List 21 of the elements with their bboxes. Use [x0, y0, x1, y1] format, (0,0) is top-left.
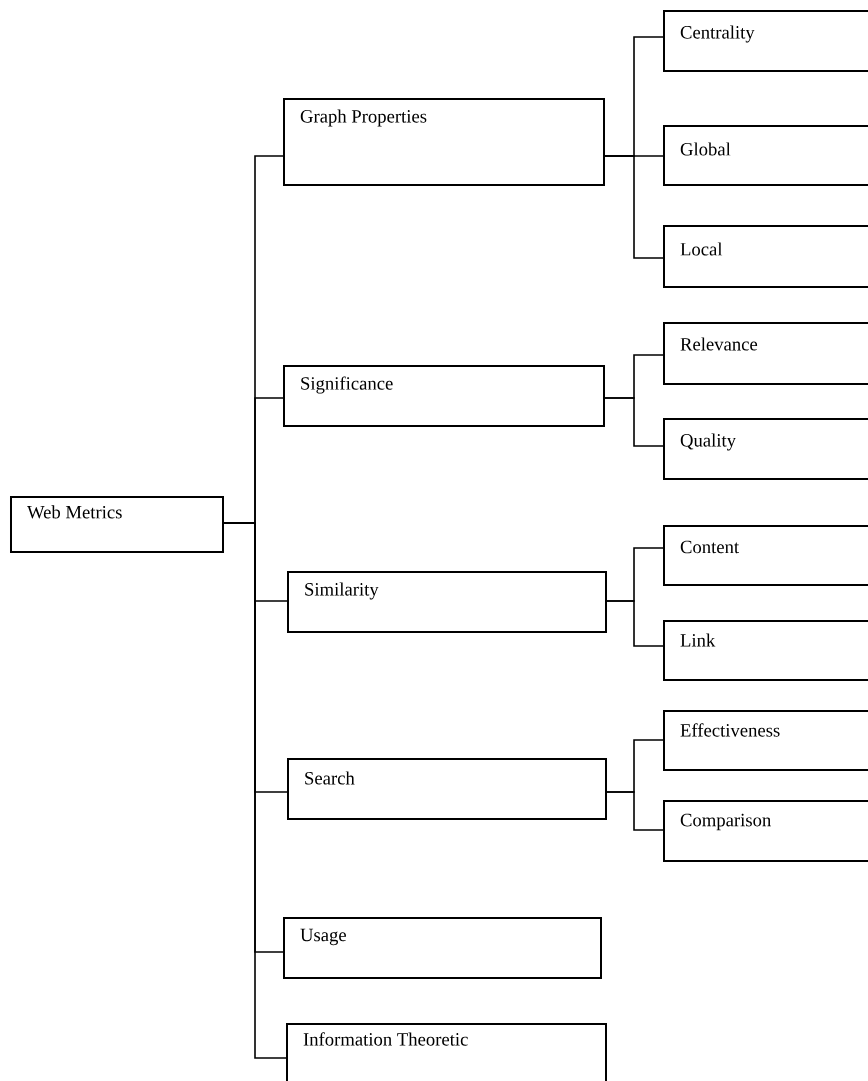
connector: [604, 155, 664, 259]
box: Effectiveness: [663, 710, 868, 771]
box: Search: [287, 758, 607, 820]
box: Web Metrics: [10, 496, 224, 553]
connector: [606, 600, 664, 647]
box: Relevance: [663, 322, 868, 385]
box: Global: [663, 125, 868, 186]
box: Content: [663, 525, 868, 586]
box: Usage: [283, 917, 602, 979]
box: Link: [663, 620, 868, 681]
box: Quality: [663, 418, 868, 480]
box: Local: [663, 225, 868, 288]
connector: [223, 522, 287, 1059]
box: Comparison: [663, 800, 868, 862]
box: Similarity: [287, 571, 607, 633]
connector: [606, 791, 664, 831]
box: Information Theoretic: [286, 1023, 607, 1081]
box: Significance: [283, 365, 605, 427]
box: Centrality: [663, 10, 868, 72]
connector: [604, 397, 664, 447]
box: Graph Properties: [283, 98, 605, 186]
